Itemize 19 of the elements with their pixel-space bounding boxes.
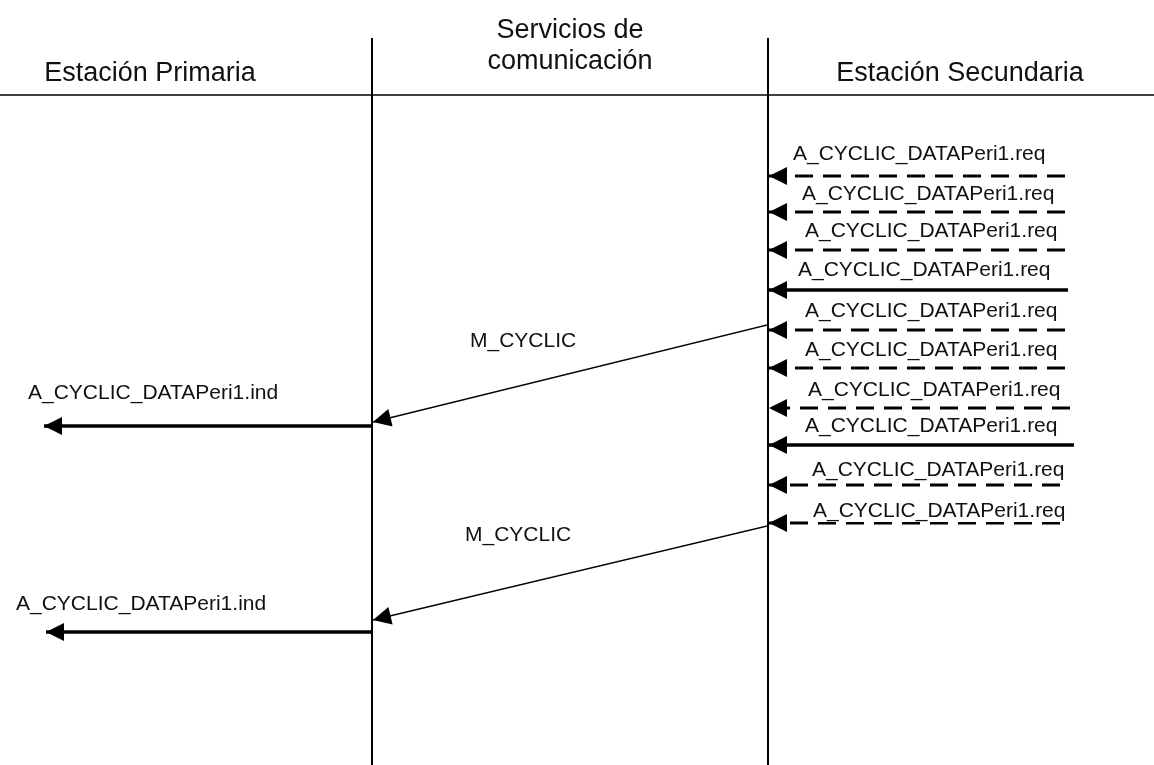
- arrow: [769, 241, 1065, 259]
- arrow: [46, 623, 371, 641]
- arrow: [769, 167, 1065, 185]
- lifeline-bar: [371, 38, 373, 765]
- column-heading: Estación Primaria: [43, 57, 257, 88]
- arrow: [769, 359, 1065, 377]
- arrow: [769, 281, 1068, 299]
- arrow: [769, 436, 1074, 454]
- arrow: [769, 399, 1070, 417]
- arrow: [769, 203, 1065, 221]
- arrow: [44, 417, 371, 435]
- arrow: [372, 324, 768, 427]
- arrow: [769, 514, 1060, 532]
- arrow: [769, 321, 1065, 339]
- arrow: [769, 476, 1060, 494]
- column-heading: Servicios de comunicación: [486, 14, 654, 76]
- lifeline-bar: [767, 38, 769, 765]
- column-heading: Estación Secundaria: [835, 57, 1085, 88]
- arrow: [372, 525, 768, 625]
